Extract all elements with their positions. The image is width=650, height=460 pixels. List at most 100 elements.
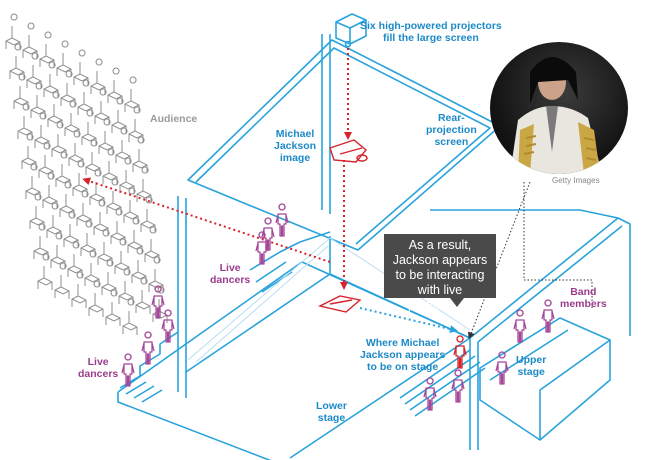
audience-chair [81,109,97,146]
upper-steps [255,261,293,293]
photo-credit: Getty Images [552,176,600,185]
projectors-label-text: Six high-powered projectors fill the lar… [360,20,502,44]
audience-chair [135,277,151,314]
audience-chair [152,286,168,323]
michael-jackson-apparent-position [453,335,467,369]
rear-projection-screen-inner [195,47,491,245]
audience-chair [34,112,50,149]
audience-chair [46,202,62,239]
audience-chair [98,118,114,155]
band-riser [479,317,611,441]
screen-label-text: Rear- projection screen [426,112,477,148]
band-label-text: Band members [560,286,607,310]
projector-lens [344,40,352,48]
audience-chair [67,241,83,278]
audience-chair [80,220,96,257]
audience-chair [51,121,67,158]
audience-chair [140,196,156,233]
audience-chair [56,40,72,77]
audience-chair [122,298,138,335]
back-platform [430,209,619,219]
projectors-label: Six high-powered projectors fill the lar… [360,20,502,44]
lower-stage-label: Lower stage [316,400,347,424]
audience-chair [101,259,117,296]
glass-reflection [195,245,329,363]
audience-chair [43,61,59,98]
screen-label: Rear- projection screen [426,112,477,148]
image-label-text: Michael Jackson image [274,128,317,164]
upper-stage-riser [404,355,486,417]
audience-chair [136,166,152,203]
audience-chair [21,133,37,170]
audience-chair [89,169,105,206]
audience-chair [64,100,80,137]
audience-chair [144,226,160,263]
band-member [513,309,527,343]
band-member [495,351,509,385]
audience-chair [76,190,92,227]
audience-chair [59,181,75,218]
lower-stage-edge [117,392,272,460]
audience-chair [30,82,46,119]
upper-stage-wall [477,225,623,450]
live-dancer [141,331,155,365]
upper-stage-wall [469,217,631,450]
live-dancer [121,353,135,387]
callout-text: As a result, Jackson appears to be inter… [392,238,488,312]
audience-chair [42,172,58,209]
audience-chair [77,79,93,116]
audience-chair [68,130,84,167]
band-riser-edge [539,339,611,440]
audience-chair [97,229,113,266]
audience-chair [50,232,66,269]
glass-edge [329,236,471,339]
audience-chair [114,238,130,275]
lower-stage-label-text: Lower stage [316,400,347,424]
audience-chair [5,13,21,50]
audience-chair [33,223,49,260]
band-member [541,299,555,333]
band-riser-edge [489,329,569,381]
audience-chair [94,88,110,125]
glass-edge [185,273,331,373]
reflection-beam [359,307,458,333]
audience-chair [127,217,143,254]
image-label: Michael Jackson image [274,128,316,164]
audience-chair [102,148,118,185]
audience-chair [60,70,76,107]
audience-chair [111,97,127,134]
audience-chair [110,208,126,245]
audience-chair [107,67,123,104]
live-dancer [275,203,289,237]
audience-chair [119,157,135,194]
audience-chair [115,127,131,164]
audience-chair [37,253,53,290]
audience-chair [9,43,25,80]
dancers-lower-label: Live dancers [78,356,118,380]
audience-chair [25,163,41,200]
audience-chair [71,271,87,308]
performer-figures [121,203,555,411]
audience-chair [29,193,45,230]
photo-pointer-line [523,182,593,310]
audience-chair [128,106,144,143]
audience-chair [123,187,139,224]
projector-box [335,13,367,45]
projector-box-edges [335,19,367,44]
band-label: Band members [560,286,607,310]
audience-chair [84,250,100,287]
audience-chair [47,91,63,128]
upper-stage-label: Upper stage [516,354,546,378]
audience-chair [124,76,140,113]
live-dancer [261,217,275,251]
michael-jackson-photo [490,42,628,174]
audience-chair [38,142,54,179]
audience-chair [22,22,38,59]
audience-chair [106,178,122,215]
audience-chair [26,52,42,89]
audience-chair [148,256,164,293]
audience-chair [13,73,29,110]
photo-pointer [468,181,531,340]
